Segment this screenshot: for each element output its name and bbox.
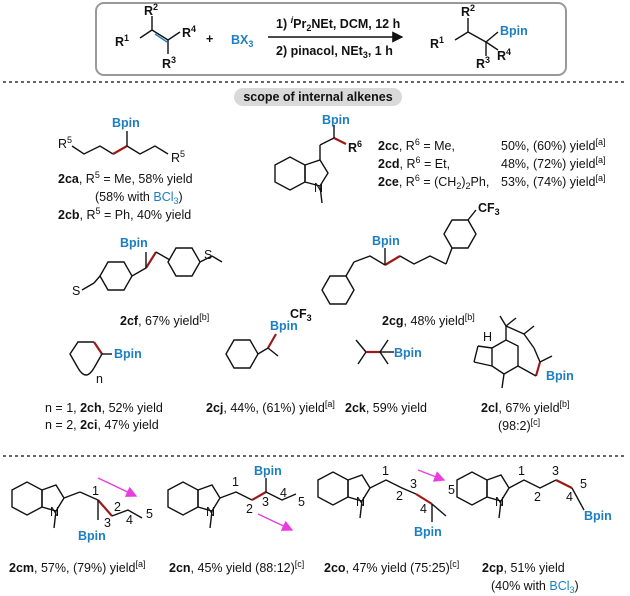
svg-text:R2: R2: [144, 2, 158, 18]
svg-text:R2: R2: [461, 3, 475, 19]
svg-text:Bpin: Bpin: [394, 346, 422, 360]
svg-text:Bpin: Bpin: [114, 347, 142, 361]
label-2cj: 2cj, 44%, (61%) yield[a]: [206, 399, 335, 415]
label-2cf: 2cf, 67% yield[b]: [120, 312, 209, 328]
label-2cl: 2cl, 67% yield[b]: [481, 399, 570, 415]
label-2ca: 2ca, R5 = Me, 58% yield: [58, 170, 193, 186]
svg-text:N: N: [495, 495, 504, 509]
label-2cc: 2cc, R6 = Me,: [378, 137, 455, 153]
section-label-bg: [234, 88, 402, 106]
svg-text:R5: R5: [171, 149, 185, 165]
label-2cn: 2cn, 45% yield (88:12)[c]: [169, 559, 304, 575]
note-2ca: (58% with BCl3): [95, 190, 183, 206]
label-2ck: 2ck, 59% yield: [345, 401, 427, 415]
structure-2cj: Bpin: [225, 319, 298, 369]
label-2cm: 2cm, 57%, (79%) yield[a]: [9, 559, 145, 575]
svg-text:2: 2: [534, 490, 541, 504]
svg-text:1: 1: [232, 475, 239, 489]
svg-text:CF3: CF3: [290, 307, 312, 323]
svg-text:R4: R4: [497, 47, 511, 63]
structure-2cc-indole: Bpin N R6: [274, 113, 362, 204]
label-2cb: 2cb, R5 = Ph, 40% yield: [58, 206, 191, 222]
structure-2ca: Bpin R5 R5: [58, 116, 185, 165]
note-2cp: (40% with BCl3): [491, 579, 579, 595]
structure-2cp: N Bpin 1 2 3 4 5: [456, 464, 612, 523]
svg-text:Bpin: Bpin: [372, 234, 400, 248]
svg-text:5: 5: [298, 495, 305, 509]
svg-text:R3: R3: [162, 55, 176, 71]
svg-text:Bpin: Bpin: [270, 319, 298, 333]
svg-text:3: 3: [552, 464, 559, 478]
svg-text:Bpin: Bpin: [584, 509, 612, 523]
label-2ce: 2ce, R6 = (CH2)2Ph,: [378, 173, 489, 191]
svg-text:R3: R3: [476, 55, 490, 71]
structure-2cm: N Bpin 1 2 3 4 5: [11, 477, 153, 543]
svg-text:N: N: [356, 495, 365, 509]
reagent-bx3: BX3: [231, 33, 253, 49]
svg-text:N: N: [206, 505, 215, 519]
svg-text:R4: R4: [182, 24, 196, 40]
yield-2cc: 50%, (60%) yield[a]: [501, 137, 606, 153]
structure-2cf: Bpin S S: [72, 236, 223, 298]
svg-text:1: 1: [92, 484, 99, 498]
label-2ci: n = 2, 2ci, 47% yield: [45, 418, 159, 432]
svg-text:3: 3: [262, 495, 269, 509]
label-2cp: 2cp, 51% yield: [482, 561, 565, 575]
svg-text:R1: R1: [430, 35, 444, 51]
condition-1: 1) iPr2NEt, DCM, 12 h: [276, 15, 400, 33]
svg-text:H: H: [483, 330, 492, 344]
yield-2ce: 53%, (74%) yield[a]: [501, 173, 606, 189]
structure-2ck: Bpin: [355, 339, 422, 365]
svg-text:R6: R6: [348, 139, 362, 155]
svg-text:S: S: [204, 248, 212, 262]
structure-2ch: Bpin n: [69, 341, 142, 386]
ratio-2cl: (98:2)[c]: [498, 417, 540, 433]
svg-text:2: 2: [114, 500, 121, 514]
yield-2cd: 48%, (72%) yield[a]: [501, 155, 606, 171]
label-2cd: 2cd, R6 = Et,: [378, 155, 450, 171]
svg-text:2: 2: [246, 502, 253, 516]
svg-text:3: 3: [104, 516, 111, 530]
alkene-structure: R2 R1 R4 R3: [115, 2, 196, 71]
svg-text:n: n: [96, 372, 103, 386]
svg-text:N: N: [314, 181, 323, 195]
svg-text:R5: R5: [58, 135, 72, 151]
svg-text:Bpin: Bpin: [500, 24, 528, 38]
svg-text:3: 3: [410, 477, 417, 491]
svg-text:5: 5: [448, 483, 455, 497]
svg-text:Bpin: Bpin: [546, 369, 574, 383]
plus-sign: +: [206, 32, 213, 46]
structure-2cg: Bpin CF3 CF3: [290, 201, 500, 323]
svg-text:5: 5: [580, 477, 587, 491]
svg-text:Bpin: Bpin: [414, 525, 442, 539]
svg-text:1: 1: [518, 464, 525, 478]
svg-text:Bpin: Bpin: [254, 464, 282, 478]
svg-text:5: 5: [146, 507, 153, 521]
svg-text:Bpin: Bpin: [112, 116, 140, 130]
structure-2cn: N Bpin 1 2 3 4 5: [167, 464, 305, 531]
label-2co: 2co, 47% yield (75:25)[c]: [324, 559, 459, 575]
svg-text:4: 4: [566, 490, 573, 504]
svg-text:4: 4: [126, 513, 133, 527]
label-2ch: n = 1, 2ch, 52% yield: [45, 401, 163, 415]
condition-2: 2) pinacol, NEt3, 1 h: [276, 44, 393, 60]
svg-text:4: 4: [280, 486, 287, 500]
section-label: scope of internal alkenes: [243, 90, 392, 104]
svg-text:S: S: [72, 284, 80, 298]
svg-text:Bpin: Bpin: [78, 529, 106, 543]
svg-text:R1: R1: [115, 33, 129, 49]
svg-text:Bpin: Bpin: [120, 236, 148, 250]
structure-2co: N Bpin 1 2 3 4 5: [317, 464, 455, 539]
svg-text:CF3: CF3: [478, 201, 500, 217]
svg-text:4: 4: [420, 502, 427, 516]
svg-text:2: 2: [396, 489, 403, 503]
svg-text:1: 1: [382, 464, 389, 478]
svg-text:N: N: [50, 505, 59, 519]
structure-2cl: H Bpin: [473, 315, 574, 389]
label-2cg: 2cg, 48% yield[b]: [382, 312, 475, 328]
header-box: [95, 2, 567, 76]
svg-text:Bpin: Bpin: [322, 113, 350, 127]
product-structure: R2 R1 Bpin R3 R4: [430, 3, 528, 71]
